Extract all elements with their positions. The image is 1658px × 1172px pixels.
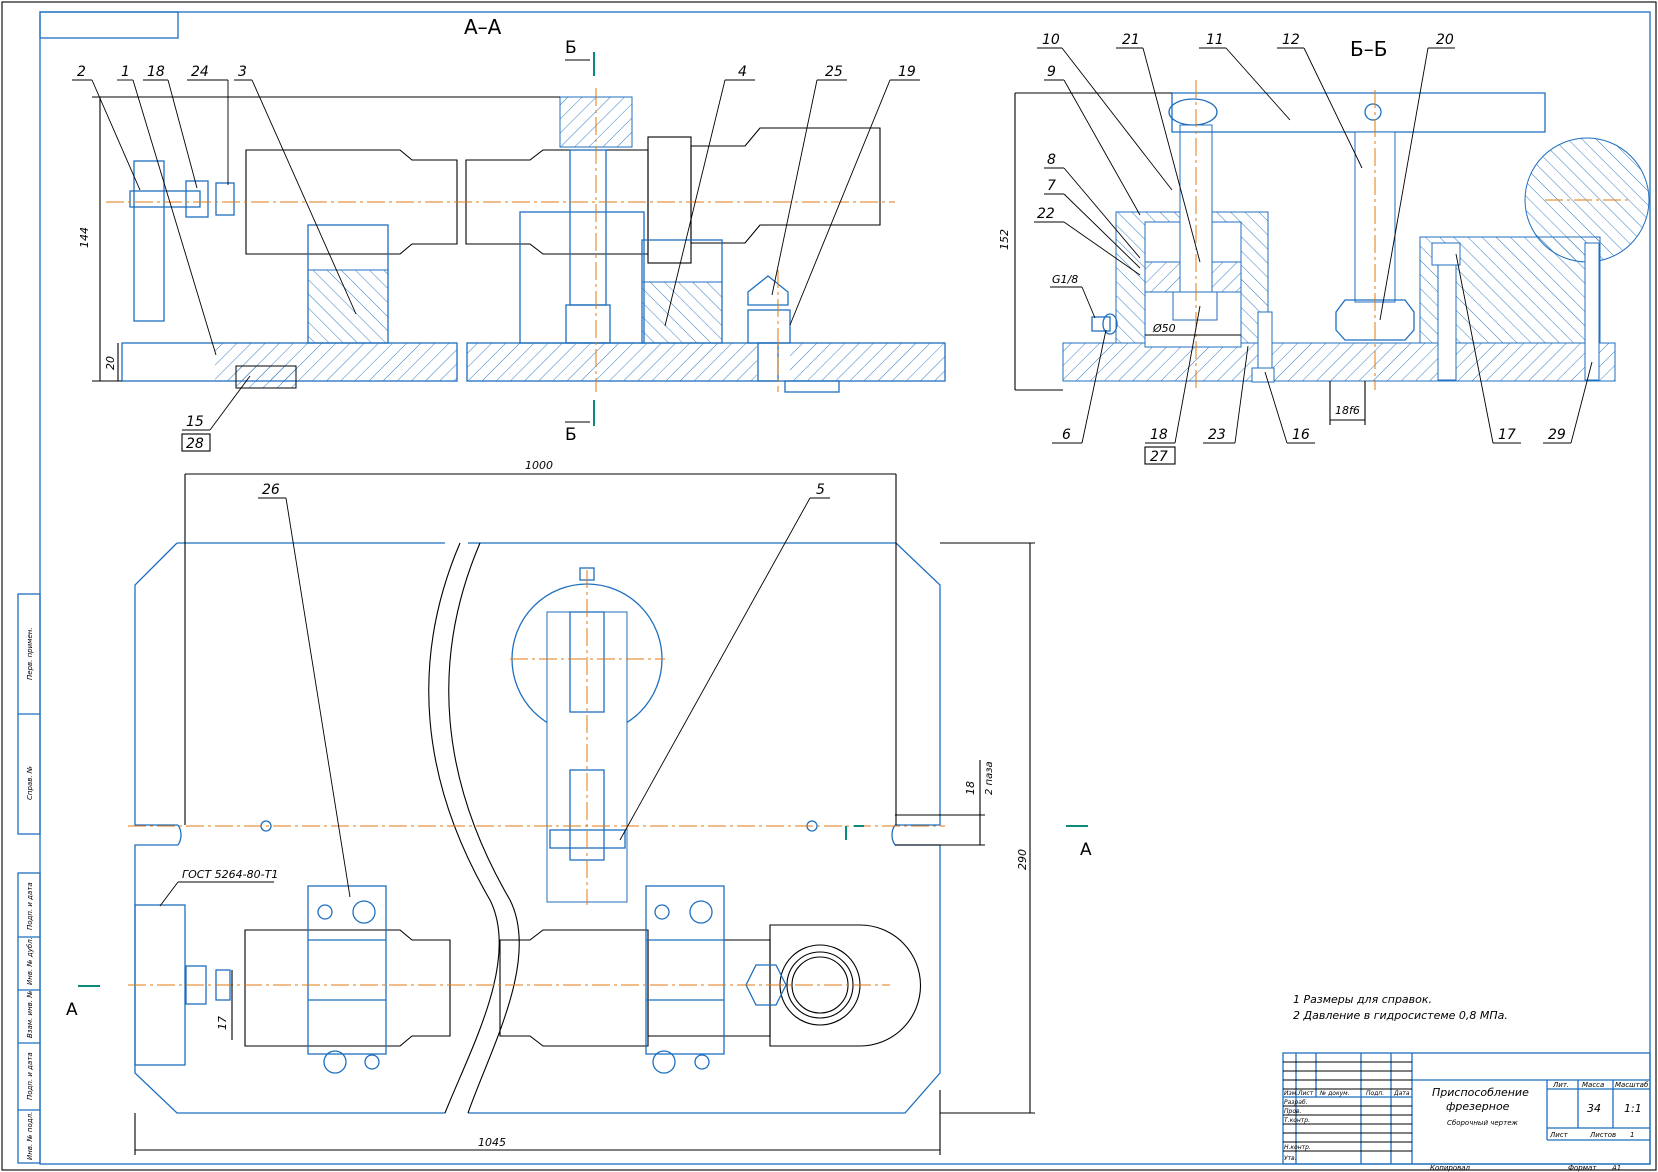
clamp-bracket [307, 885, 387, 1055]
nut [1172, 291, 1218, 321]
tb-row-label: Т.контр. [1284, 1117, 1310, 1124]
thread-label: G1/8 [1052, 273, 1078, 286]
mass-label: Масса [1582, 1081, 1604, 1089]
tb-row-label: Разраб. [1284, 1099, 1308, 1106]
dim-slot-width: 18 [964, 781, 977, 795]
leader-24: 24 [191, 64, 209, 80]
note-2: 2 Давление в гидросистеме 0,8 МПа. [1293, 1009, 1508, 1022]
top-left-stamp [39, 11, 179, 39]
copied-label: Копировал [1430, 1164, 1471, 1172]
stamp-label: Инв. № подл. [26, 1112, 34, 1160]
leader-9: 9 [1047, 64, 1056, 80]
side-stamp: Перв. примен. Справ. № Подп. и дата Инв.… [17, 593, 41, 1164]
stamp-label: Подп. и дата [26, 1052, 34, 1100]
technical-notes: 1 Размеры для справок. 2 Давление в гидр… [1293, 993, 1508, 1022]
leader-12: 12 [1282, 32, 1300, 48]
section-a-marker-right: А [1080, 840, 1092, 860]
leader-1: 1 [121, 64, 130, 80]
drawing-title-line1: Приспособление [1432, 1086, 1529, 1099]
leader-21: 21 [1122, 32, 1140, 48]
leader-17: 17 [1498, 427, 1516, 443]
dim-aa-base: 20 [104, 356, 117, 370]
leader-4: 4 [738, 64, 747, 80]
tb-header: № докум. [1319, 1090, 1350, 1097]
leader-2: 2 [77, 64, 86, 80]
leader-5: 5 [816, 482, 825, 498]
document-type: Сборочный чертеж [1447, 1119, 1518, 1127]
leader-6: 6 [1062, 427, 1071, 443]
nut [185, 180, 209, 218]
section-b-marker-top: Б [565, 38, 577, 58]
leader-3: 3 [238, 64, 247, 80]
stop-block [133, 160, 165, 322]
sheets-label: Листов [1589, 1131, 1616, 1139]
standard-note: ГОСТ 5264-80-Т1 [182, 868, 278, 881]
bore-label: Ø50 [1152, 322, 1176, 335]
dim-aa-height: 144 [78, 227, 91, 248]
drawing-title-line2: фрезерное [1446, 1100, 1510, 1113]
drawing-frame [39, 11, 1651, 1165]
leader-23: 23 [1208, 427, 1226, 443]
nut [1335, 299, 1415, 341]
format-label: Формат [1568, 1164, 1597, 1172]
stamp-label: Подп. и дата [26, 882, 34, 930]
dim-weld-size: 17 [216, 1016, 229, 1030]
dim-plan-height: 290 [1016, 849, 1029, 870]
leader-8: 8 [1047, 152, 1056, 168]
leader-26: 26 [262, 482, 280, 498]
sheet-label: Лист [1549, 1131, 1569, 1139]
lever [1171, 92, 1546, 133]
tb-row-label: Пров. [1284, 1108, 1302, 1115]
stamp-label: Справ. № [26, 766, 34, 800]
plan-view: А А 1000 1045 290 18 2 паза 17 ГОСТ 5264… [66, 459, 1092, 1155]
section-bb-title: Б–Б [1350, 37, 1387, 61]
tb-row-label: Утв. [1284, 1155, 1297, 1162]
dim-plan-width-total: 1045 [478, 1136, 506, 1149]
hydraulic-cylinder [245, 149, 458, 255]
clamp-bracket [645, 885, 725, 1055]
leader-22: 22 [1037, 206, 1055, 222]
section-view-bb: Б–Б 152 [998, 32, 1650, 465]
format-value: A1 [1611, 1164, 1621, 1172]
mass-value: 34 [1587, 1102, 1601, 1115]
tb-header: Лист [1297, 1090, 1314, 1097]
stamp-label: Инв. № дубл. [26, 937, 34, 985]
leader-27: 27 [1150, 449, 1168, 465]
fit-label: 18f6 [1335, 404, 1360, 417]
leader-16: 16 [1292, 427, 1310, 443]
section-view-aa: А–А Б Б [72, 15, 946, 452]
nut [565, 304, 611, 344]
scale-label: Масштаб [1615, 1081, 1649, 1089]
sheets-value: 1 [1630, 1131, 1634, 1139]
dim-plan-width-inner: 1000 [525, 459, 553, 472]
section-b-marker-bottom: Б [565, 425, 577, 445]
leader-20: 20 [1436, 32, 1454, 48]
stamp-label: Взам. инв. № [26, 990, 34, 1038]
leader-15: 15 [186, 414, 204, 430]
scale-value: 1:1 [1624, 1102, 1642, 1115]
section-a-marker-left: А [66, 1000, 78, 1020]
title-block: Изм. Лист № докум. Подп. Дата Разраб. Пр… [1282, 1052, 1651, 1172]
leader-25: 25 [825, 64, 843, 80]
leader-11: 11 [1206, 32, 1224, 48]
hydraulic-cylinder-plan [244, 929, 451, 1047]
tb-header: Дата [1393, 1090, 1410, 1097]
leader-18-bb: 18 [1150, 427, 1168, 443]
leader-29: 29 [1548, 427, 1566, 443]
leader-7: 7 [1047, 178, 1056, 194]
lit-label: Лит. [1552, 1081, 1569, 1089]
leader-18: 18 [147, 64, 165, 80]
leader-19: 19 [898, 64, 916, 80]
note-1: 1 Размеры для справок. [1293, 993, 1432, 1006]
dim-slot-note: 2 паза [984, 761, 995, 795]
leader-10: 10 [1042, 32, 1060, 48]
section-aa-title: А–А [464, 15, 502, 39]
stamp-label: Перв. примен. [26, 627, 34, 680]
tb-header: Изм. [1284, 1090, 1298, 1097]
tb-row-label: Н.контр. [1284, 1144, 1311, 1151]
leader-28: 28 [186, 436, 204, 452]
dim-bb-height: 152 [998, 229, 1011, 250]
tb-header: Подп. [1366, 1090, 1384, 1097]
